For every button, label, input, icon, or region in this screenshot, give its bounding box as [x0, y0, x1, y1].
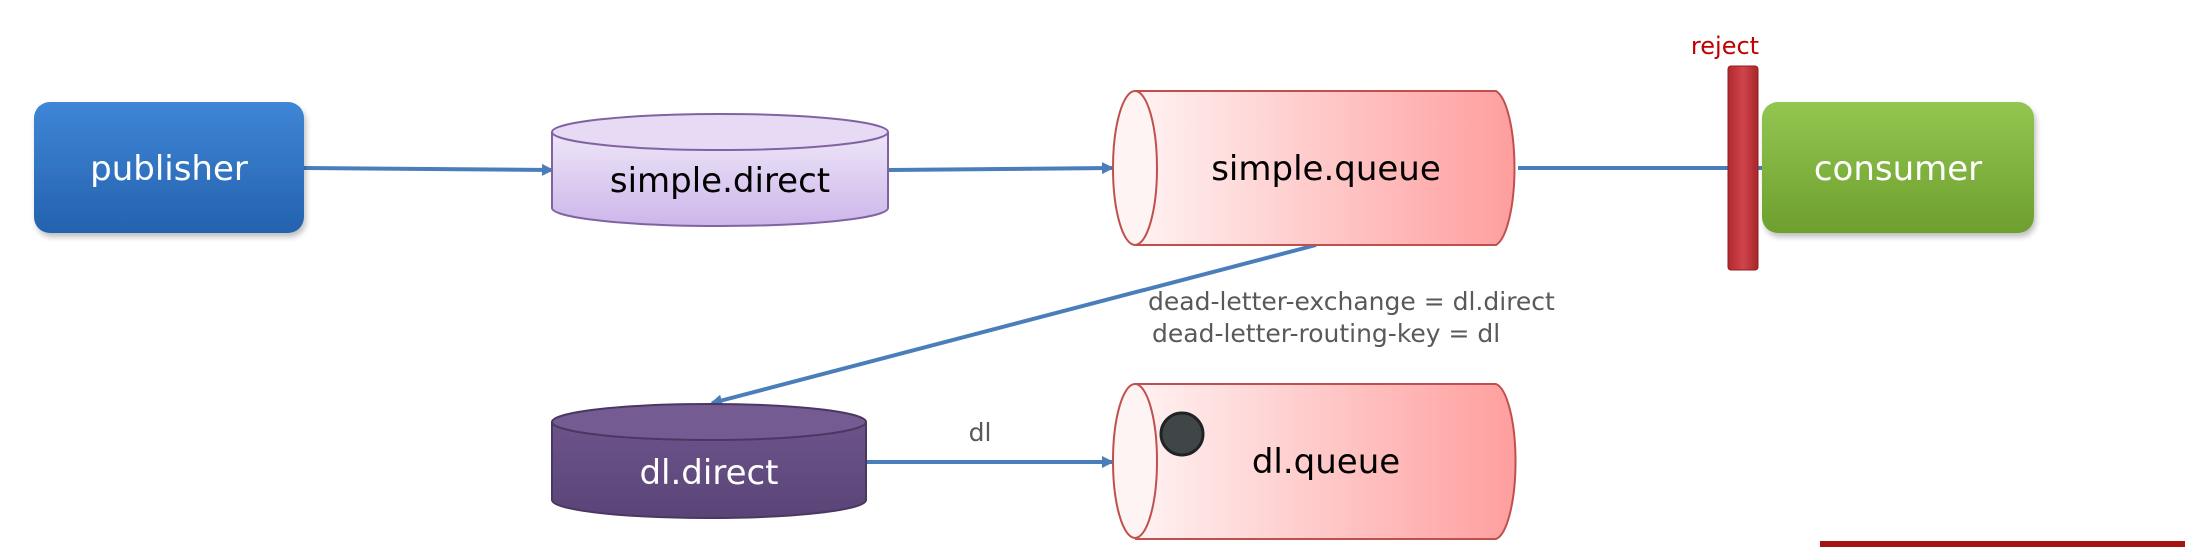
dead-letter-routing-key-note: dead-letter-routing-key = dl: [1152, 319, 1500, 348]
reject-label: reject: [1691, 32, 1759, 60]
message-dot-icon: [1159, 411, 1205, 457]
edge-label-dl: dl: [969, 418, 992, 447]
publisher-node: [34, 102, 304, 233]
simple-direct-label: simple.direct: [610, 161, 830, 201]
reject-bar: [1727, 65, 1759, 271]
footer-accent-bar: [1820, 541, 2185, 547]
simple-queue-node: [1112, 90, 1516, 246]
dl-direct-exchange: [551, 403, 867, 519]
edge-publisher-to-simple-direct: [303, 163, 554, 176]
dead-letter-exchange-note: dead-letter-exchange = dl.direct: [1148, 287, 1555, 316]
publisher-label: publisher: [90, 149, 248, 189]
edge-simple-direct-to-simple-queue: [887, 162, 1114, 175]
edge-simple-queue-to-dl-direct: [710, 243, 1317, 407]
simple-direct-exchange: [551, 113, 889, 227]
dl-queue-node: [1112, 383, 1517, 540]
dl-queue-label: dl.queue: [1252, 442, 1400, 482]
consumer-label: consumer: [1814, 149, 1982, 189]
consumer-node: [1762, 102, 2034, 233]
dl-direct-label: dl.direct: [639, 453, 778, 493]
simple-queue-label: simple.queue: [1211, 149, 1441, 189]
